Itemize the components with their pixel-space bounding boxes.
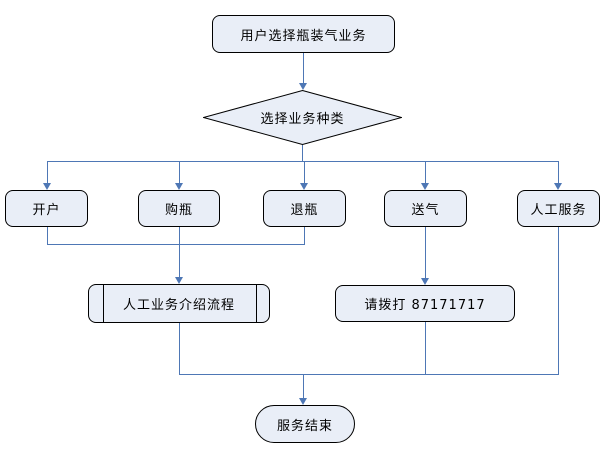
connector-intro-end <box>179 323 180 375</box>
arrowhead-buy-bottle <box>175 183 183 190</box>
arrowhead-return-bottle <box>300 183 308 190</box>
connector-call-end <box>425 322 426 375</box>
connector-branch-return-bottle <box>304 161 305 183</box>
node-return-bottle: 退瓶 <box>263 190 346 227</box>
connector-end-rail <box>179 374 559 375</box>
node-decision: 选择业务种类 <box>201 89 404 146</box>
connector-buy-bottle-merge <box>179 227 180 245</box>
arrowhead-call-number <box>421 278 429 285</box>
connector-deliver-gas-call <box>425 227 426 278</box>
connector-start-decision <box>303 53 304 83</box>
node-deliver-gas: 送气 <box>384 190 467 227</box>
node-start: 用户选择瓶装气业务 <box>212 15 395 53</box>
connector-merge-rail <box>47 244 305 245</box>
decision-diamond-shape <box>201 89 404 146</box>
connector-decision-stub <box>302 145 303 162</box>
connector-merge-intro <box>179 244 180 277</box>
arrowhead-intro-process <box>175 277 183 284</box>
arrowhead-open-account <box>43 183 51 190</box>
node-manual-service: 人工服务 <box>517 190 600 227</box>
connector-branch-open-account <box>47 161 48 183</box>
connector-manual-service-end <box>558 227 559 374</box>
node-buy-bottle: 购瓶 <box>138 190 220 227</box>
connector-branch-deliver-gas <box>425 161 426 183</box>
connector-branch-rail <box>47 161 559 162</box>
predefined-process-right-bar <box>256 285 257 322</box>
node-intro-process: 人工业务介绍流程 <box>88 284 270 323</box>
predefined-process-left-bar <box>103 285 104 322</box>
connector-branch-buy-bottle <box>179 161 180 183</box>
connector-branch-manual-service <box>558 161 559 183</box>
arrowhead-deliver-gas <box>421 183 429 190</box>
arrowhead-manual-service <box>554 183 562 190</box>
arrowhead-end <box>299 398 307 405</box>
arrowhead-decision <box>299 83 307 90</box>
connector-open-account-merge <box>47 227 48 245</box>
decision-label: 选择业务种类 <box>260 112 345 127</box>
connector-return-bottle-merge <box>304 227 305 245</box>
connector-rail-end <box>303 374 304 398</box>
node-call-number: 请拨打 87171717 <box>335 285 515 322</box>
intro-process-label: 人工业务介绍流程 <box>122 298 235 313</box>
node-open-account: 开户 <box>5 190 88 227</box>
node-end: 服务结束 <box>255 405 355 443</box>
